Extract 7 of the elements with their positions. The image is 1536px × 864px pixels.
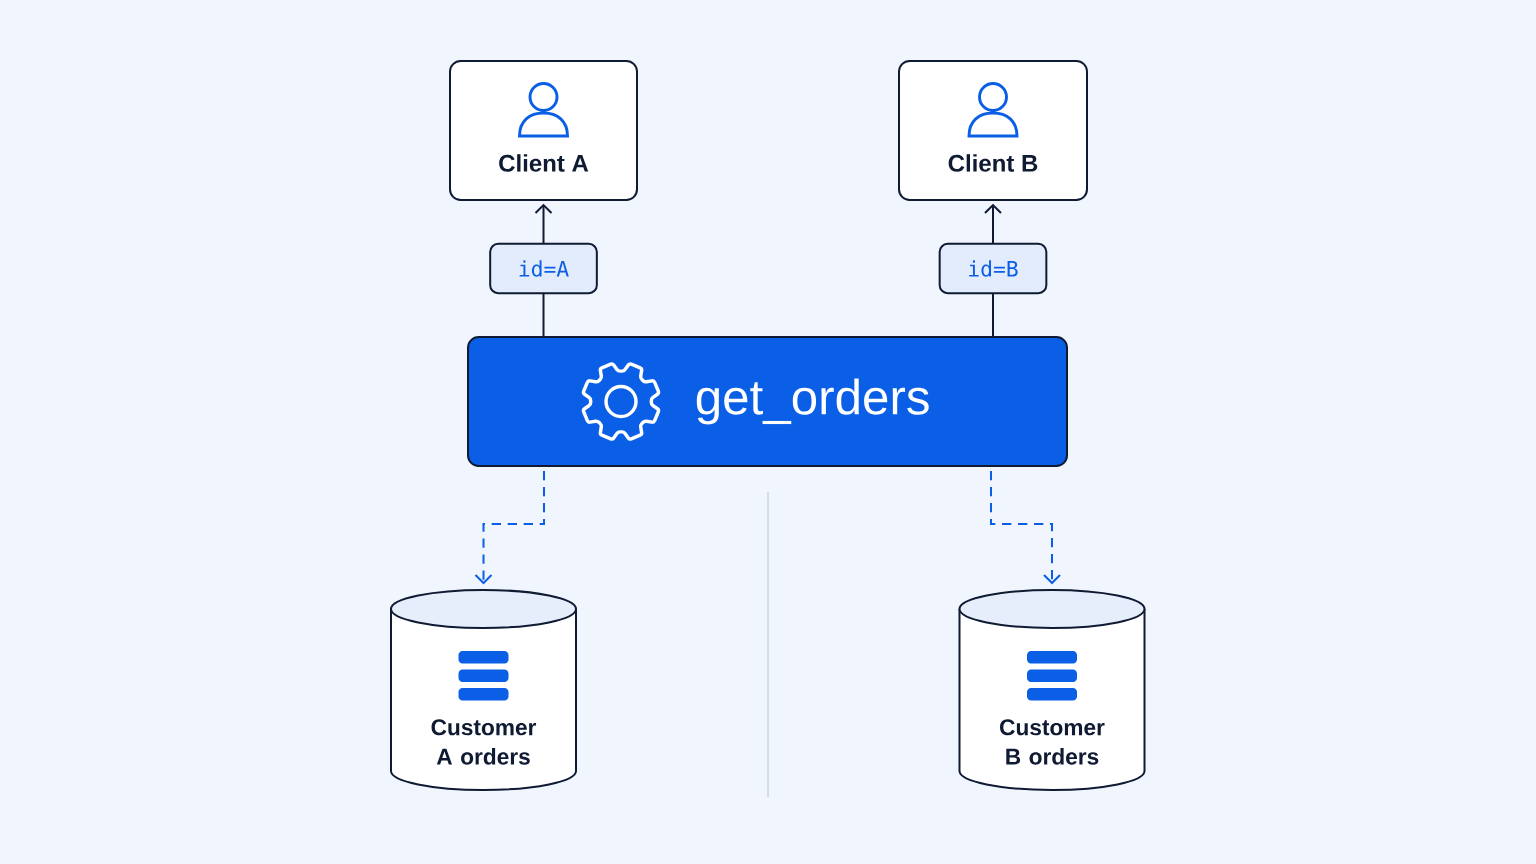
edge-label: id=A <box>489 242 598 295</box>
database-cylinder: Customer A orders <box>390 589 577 791</box>
client-box: Client B <box>898 60 1088 201</box>
function-box: get_orders <box>467 336 1068 467</box>
client-box: Client A <box>449 60 638 201</box>
edge-label: id=B <box>938 242 1048 295</box>
database-cylinder: Customer B orders <box>958 589 1146 791</box>
